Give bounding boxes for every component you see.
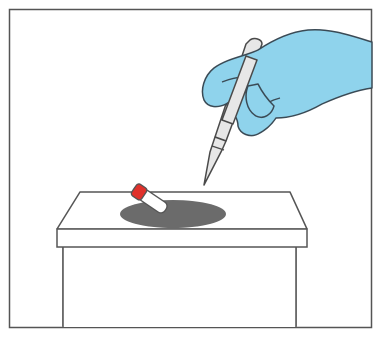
bin-body-fill xyxy=(63,246,296,327)
waste-bin-icon xyxy=(57,192,307,327)
bin-lid-front xyxy=(57,229,307,247)
bin-opening-icon xyxy=(120,200,226,228)
